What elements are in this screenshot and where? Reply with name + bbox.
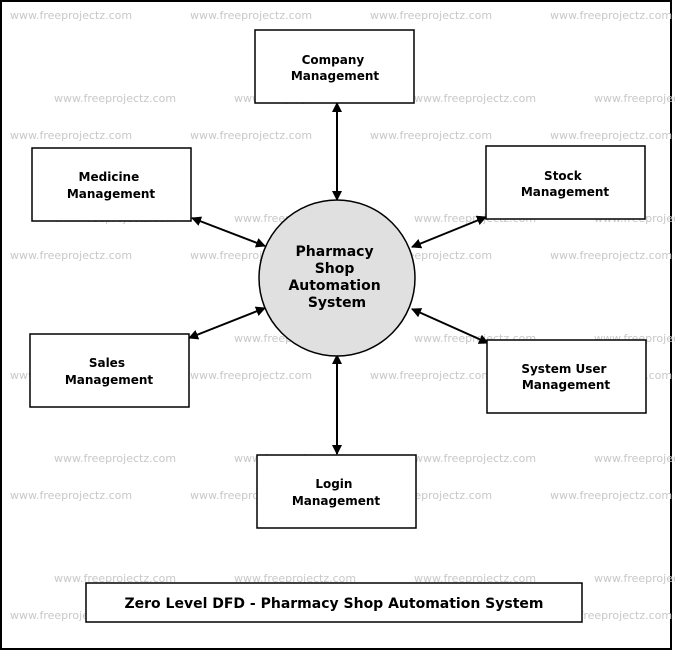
entity-label-line-2: Management xyxy=(522,378,611,392)
process-label-line-4: System xyxy=(308,295,366,311)
watermark-text: www.freeprojectz.com xyxy=(550,489,672,502)
entity-system-user-management: System User Management xyxy=(486,339,647,414)
process-label-line-2: Shop xyxy=(315,261,355,277)
entity-box xyxy=(486,339,647,414)
watermark-text: www.freeprojectz.com xyxy=(594,92,675,105)
entity-box xyxy=(256,454,417,529)
process-label-line-3: Automation xyxy=(288,278,380,294)
svg-text:Company Management: Company Management xyxy=(291,53,380,83)
watermark-text: www.freeprojectz.com xyxy=(370,9,492,22)
entity-label-line-1: Login xyxy=(315,477,352,491)
svg-text:Pharmacy Shop Auto: Pharmacy Shop Automation System xyxy=(288,244,385,311)
entity-stock-management: Stock Management xyxy=(485,145,646,220)
entity-medicine-management: Medicine Management xyxy=(31,147,192,222)
watermark-text: www.freeprojectz.com xyxy=(234,572,356,585)
entity-label-line-1: Stock xyxy=(544,169,583,183)
flow-medicine xyxy=(191,216,266,248)
watermark-text: www.freeprojectz.com xyxy=(550,129,672,142)
svg-text:System User Management: System User Management xyxy=(521,362,610,392)
watermark-text: www.freeprojectz.com xyxy=(414,572,536,585)
entity-label-line-2: Management xyxy=(292,494,381,508)
svg-text:Medicine Management: Medicine Management xyxy=(67,170,156,201)
watermark-text: www.freeprojectz.com xyxy=(10,249,132,262)
watermark-text: www.freeprojectz.com xyxy=(414,92,536,105)
entity-sales-management: Sales Management xyxy=(29,333,190,408)
watermark-text: www.freeprojectz.com xyxy=(10,129,132,142)
entity-login-management: Login Management xyxy=(256,454,417,529)
entity-label-line-1: Sales xyxy=(89,356,125,370)
watermark-text: www.freeprojectz.com xyxy=(54,572,176,585)
watermark-text: www.freeprojectz.com xyxy=(414,452,536,465)
watermark-text: www.freeprojectz.com xyxy=(190,129,312,142)
entity-label-line-2: Management xyxy=(291,69,380,83)
entity-box xyxy=(29,333,190,408)
svg-text:Sales Management: Sales Management xyxy=(65,356,154,387)
diagram-title: Zero Level DFD - Pharmacy Shop Automatio… xyxy=(85,582,583,623)
entity-box xyxy=(254,29,415,104)
entity-label-line-1: Company xyxy=(302,53,365,67)
watermark-text: www.freeprojectz.com xyxy=(54,452,176,465)
entity-box xyxy=(31,147,192,222)
entity-label-line-2: Management xyxy=(67,187,156,201)
entity-label-line-1: System User xyxy=(521,362,606,376)
watermark-text: www.freeprojectz.com xyxy=(190,369,312,382)
entity-company-management: Company Management xyxy=(254,29,415,104)
watermark-text: www.freeprojectz.com xyxy=(550,249,672,262)
flow-arrows xyxy=(188,102,489,455)
process-pharmacy-shop-automation-system: Pharmacy Shop Automation System xyxy=(258,199,416,357)
entity-label-line-2: Management xyxy=(521,185,610,199)
watermark-text: www.freeprojectz.com xyxy=(550,9,672,22)
flow-sales xyxy=(188,306,266,340)
watermark-text: www.freeprojectz.com xyxy=(54,92,176,105)
watermark-text: www.freeprojectz.com xyxy=(190,9,312,22)
svg-text:Login Management: Login Management xyxy=(292,477,381,508)
flow-stock xyxy=(411,215,487,249)
process-label-line-1: Pharmacy xyxy=(296,244,374,260)
process-circle xyxy=(258,199,416,357)
watermark-text: www.freeprojectz.com xyxy=(10,9,132,22)
title-text: Zero Level DFD - Pharmacy Shop Automatio… xyxy=(124,596,543,612)
svg-text:Stock Management: Stock Management xyxy=(521,169,610,199)
watermark-text: www.freeprojectz.com xyxy=(370,129,492,142)
title-box xyxy=(85,582,583,623)
watermark-text: www.freeprojectz.com xyxy=(594,572,675,585)
entity-label-line-1: Medicine xyxy=(79,170,140,184)
entity-box xyxy=(485,145,646,220)
watermark-text: www.freeprojectz.com xyxy=(370,369,492,382)
entity-label-line-2: Management xyxy=(65,373,154,387)
flow-system-user xyxy=(411,308,489,344)
watermark-text: www.freeprojectz.com xyxy=(10,489,132,502)
watermark-text: www.freeprojectz.com xyxy=(594,452,675,465)
